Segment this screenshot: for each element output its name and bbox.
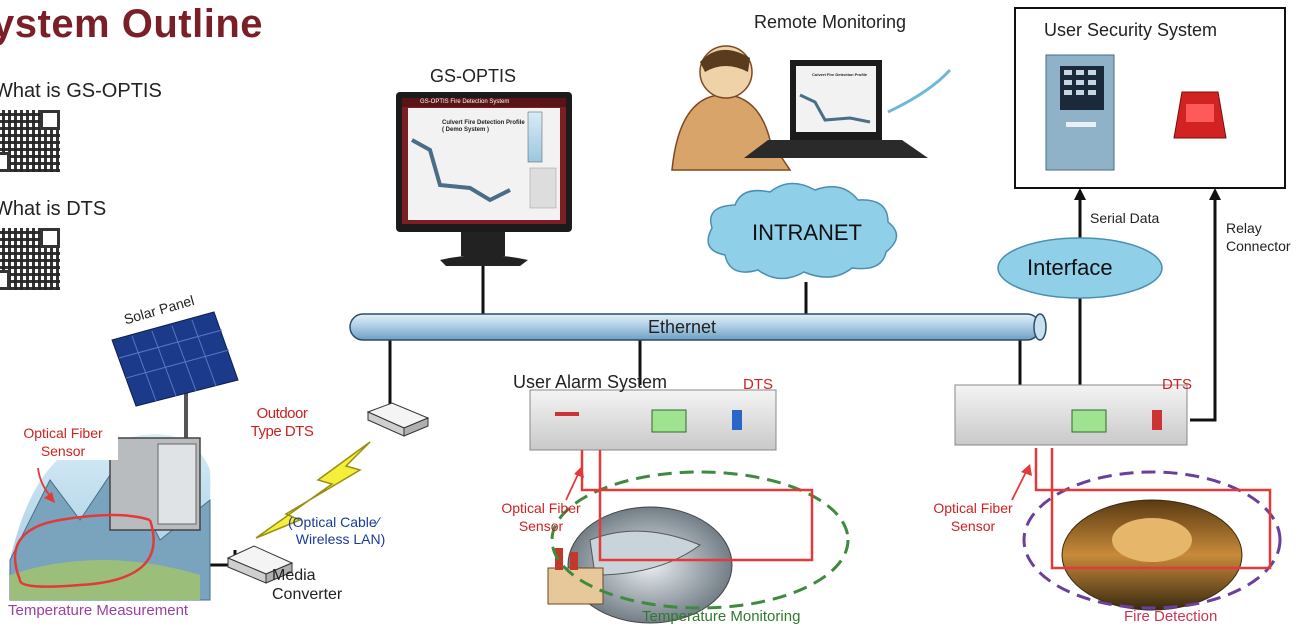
serial-data-arrowhead (1074, 188, 1086, 200)
label-dts-center: DTS (743, 376, 773, 393)
label-optical-fiber-sensor-center: Optical Fiber Sensor (501, 500, 581, 534)
qr-label-gs-optis[interactable]: What is GS-OPTIS (0, 80, 162, 102)
laptop-screen-title: Culvert Fire Detection Profile (812, 72, 868, 77)
page-title: ystem Outline (0, 2, 264, 46)
media-converter-device (226, 545, 294, 584)
user-security-system-box (1014, 7, 1286, 189)
dts-unit-right (954, 384, 1188, 446)
temperature-measurement-scene (9, 311, 239, 601)
monitor-screen-title: Culvert Fire Detection Profile ( Demo Sy… (442, 120, 525, 134)
label-dts-right: DTS (1162, 376, 1192, 393)
label-user-alarm-system: User Alarm System (513, 372, 668, 392)
dts-unit-center (529, 389, 777, 451)
remote-monitoring-illustration (671, 45, 952, 171)
label-gs-optis: GS-OPTIS (430, 66, 517, 86)
label-interface: Interface (1027, 255, 1113, 280)
label-optical-fiber-sensor-right: Optical Fiber Sensor (933, 500, 1013, 534)
relay-arrowhead (1209, 188, 1221, 200)
qr-code-dts-icon[interactable] (0, 228, 60, 290)
label-ethernet: Ethernet (648, 317, 717, 337)
outdoor-dts-device (366, 402, 430, 437)
label-temperature-monitoring: Temperature Monitoring (642, 608, 801, 625)
label-serial-data: Serial Data (1090, 210, 1160, 226)
label-intranet: INTRANET (752, 220, 862, 245)
label-relay-connector: Relay Connector (1226, 220, 1291, 254)
gs-optis-monitor (396, 92, 572, 266)
qr-code-gs-optis-icon[interactable] (0, 110, 60, 172)
wireless-lightning-icon (255, 441, 371, 539)
label-media-converter: Media Converter (272, 567, 343, 604)
label-temperature-measurement: Temperature Measurement (8, 602, 189, 619)
interface-oval (997, 237, 1163, 299)
qr-label-dts[interactable]: What is DTS (0, 198, 107, 220)
monitor-screen-header: GS-OPTIS Fire Detection System (420, 99, 510, 105)
label-optical-fiber-sensor-left: Optical Fiber Sensor (8, 425, 118, 460)
label-fire-detection: Fire Detection (1124, 608, 1218, 625)
intranet-cloud (707, 182, 898, 280)
label-outdoor-type-dts: Outdoor Type DTS (250, 405, 314, 440)
ethernet-bus (349, 313, 1047, 341)
label-user-security-system: User Security System (1044, 20, 1218, 40)
label-remote-monitoring: Remote Monitoring (754, 12, 907, 32)
fire-detection-scene (1011, 448, 1282, 611)
label-optical-cable-wireless: (Optical Cable∕ Wireless LAN) (288, 514, 386, 547)
temperature-monitoring-scene (547, 450, 850, 624)
